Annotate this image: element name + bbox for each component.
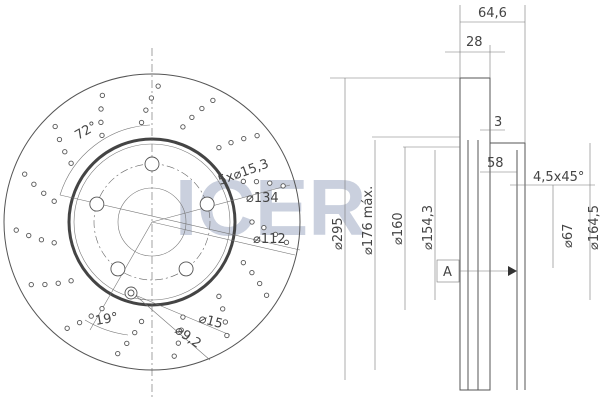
drilled-hole [31,181,37,187]
drilled-hole [254,133,260,139]
drilled-hole [41,190,47,196]
dia-154-3-label: ⌀154,3 [421,205,436,250]
drilled-hole [180,314,186,320]
drilled-hole [138,119,145,126]
dia-176-label: ⌀176 máx. [361,186,376,255]
drilled-hole [88,313,94,319]
drilled-hole [68,278,74,284]
drilled-hole [261,224,267,231]
drilled-hole [76,320,83,326]
drilled-hole [51,198,57,204]
datum-arrow [508,266,517,276]
drilled-hole [210,97,216,104]
dia-160-label: ⌀160 [391,212,406,245]
drilled-hole [38,237,45,243]
drilled-hole [98,119,104,125]
dia-67-label: ⌀67 [561,224,576,248]
dia-15-label: ⌀15 [197,311,224,332]
angle-arc [84,319,129,336]
dim-58-label: 58 [487,156,504,171]
drilled-hole [55,280,61,286]
drilled-hole [283,239,290,245]
dim-line [89,221,153,331]
drilled-hole [22,171,28,177]
bolt-hole [178,261,194,277]
dia-112-label: ⌀112 [253,232,286,247]
drilled-hole [52,123,58,130]
drilled-hole [99,305,105,312]
drilled-hole [241,135,247,142]
width-total-label: 64,6 [478,6,507,21]
drilled-hole [98,106,104,112]
drilled-hole [68,160,74,166]
bolt-hole [144,156,160,172]
drilled-hole [115,350,121,357]
drilled-hole [216,293,222,299]
drilled-hole [222,319,229,325]
hat-section [490,142,526,390]
drilled-hole [99,92,106,99]
drilled-hole [249,219,255,225]
drilled-hole [240,178,247,184]
drilled-hole [148,95,155,101]
drilled-hole [175,340,182,346]
angle-72-label: 72° [73,119,100,144]
drilled-hole [155,83,161,89]
dia-295-label: ⌀295 [331,217,346,250]
angle-19-label: 19° [94,310,119,329]
drilled-hole [51,240,57,246]
front-view: 72° 5x⌀15,3 ⌀134 ⌀112 ⌀15 ⌀9,2 19° [3,48,301,400]
drilled-hole [99,132,105,139]
drilled-hole [263,292,270,298]
side-view: 64,6 28 3 58 4,5x45° ⌀67 ⌀164,5 ⌀295 ⌀17… [330,5,600,391]
drilled-hole [178,327,184,333]
drilled-hole [28,281,34,288]
drilled-hole [272,231,279,238]
drilled-hole [143,107,149,113]
dia-134-label: ⌀134 [246,191,279,206]
drilled-hole [216,145,222,151]
drilled-hole [62,149,68,155]
drilled-hole [42,281,48,288]
dim-3-label: 3 [494,115,502,130]
locating-hole-inner [127,289,135,297]
bolt-holes [89,156,215,277]
drilled-hole [13,227,19,233]
drilled-hole [249,269,255,276]
thickness-label: 28 [466,35,483,50]
drilled-hole [64,325,70,331]
drilled-hole [132,330,138,336]
chamfer-label: 4,5x45° [533,170,584,185]
drilled-hole [56,136,63,143]
disc-section [459,77,491,391]
drilled-hole [189,114,195,120]
drilled-hole [267,180,273,186]
drilled-hole [180,124,186,130]
drilled-hole [171,353,177,359]
drilled-hole [228,139,234,146]
drilled-hole [26,232,32,239]
bolt-hole [89,196,105,212]
bolt-hole [110,261,126,277]
dim-line [151,184,291,223]
drilled-holes [13,83,290,359]
dim-line [134,294,211,361]
drilled-hole [280,183,286,189]
drilled-hole [224,332,230,339]
dia-9-2-label: ⌀9,2 [172,323,204,352]
drilled-hole [124,340,130,347]
drilled-hole [220,306,226,312]
drilled-hole [138,318,145,325]
drilled-hole [257,280,263,287]
drilled-hole [199,105,205,112]
datum-label: A [443,265,452,280]
dia-164-5-label: ⌀164,5 [587,205,600,250]
dim-line [151,221,296,256]
bolt-hole [199,196,215,212]
angle-arc [59,124,151,196]
drilled-hole [240,260,247,266]
drilled-hole [253,178,260,185]
